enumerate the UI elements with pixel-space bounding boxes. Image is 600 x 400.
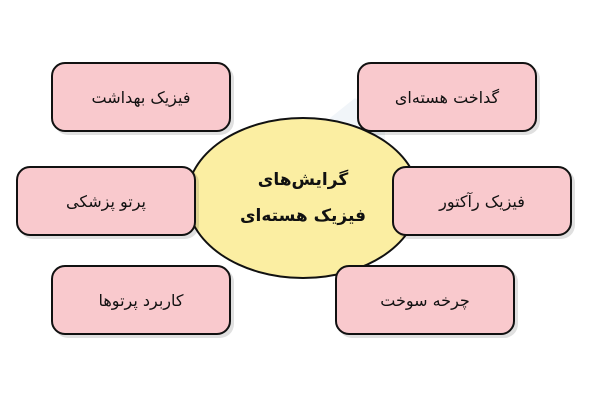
- branch-label: فیزیک رآکتور: [439, 191, 525, 211]
- branch-label: گداخت هسته‌ای: [394, 87, 500, 107]
- center-topic-ellipse: [186, 117, 420, 279]
- branch-nuclear-fusion: گداخت هسته‌ای: [357, 62, 537, 132]
- branch-reactor-physics: فیزیک رآکتور: [392, 166, 572, 236]
- branch-fuel-cycle: چرخه سوخت: [335, 265, 515, 335]
- branch-label: فیزیک بهداشت: [91, 87, 191, 107]
- branch-medical-radiation: پرتو پزشکی: [16, 166, 196, 236]
- branch-health-physics: فیزیک بهداشت: [51, 62, 231, 132]
- branch-label: کاربرد پرتوها: [98, 290, 184, 310]
- center-topic-line-2: فیزیک هسته‌ای: [239, 206, 367, 226]
- branch-label: پرتو پزشکی: [66, 191, 146, 211]
- center-topic-line-1: گرایش‌های: [257, 169, 349, 190]
- branch-radiation-applications: کاربرد پرتوها: [51, 265, 231, 335]
- branch-label: چرخه سوخت: [380, 290, 470, 310]
- center-topic: گرایش‌های فیزیک هسته‌ای: [186, 117, 420, 279]
